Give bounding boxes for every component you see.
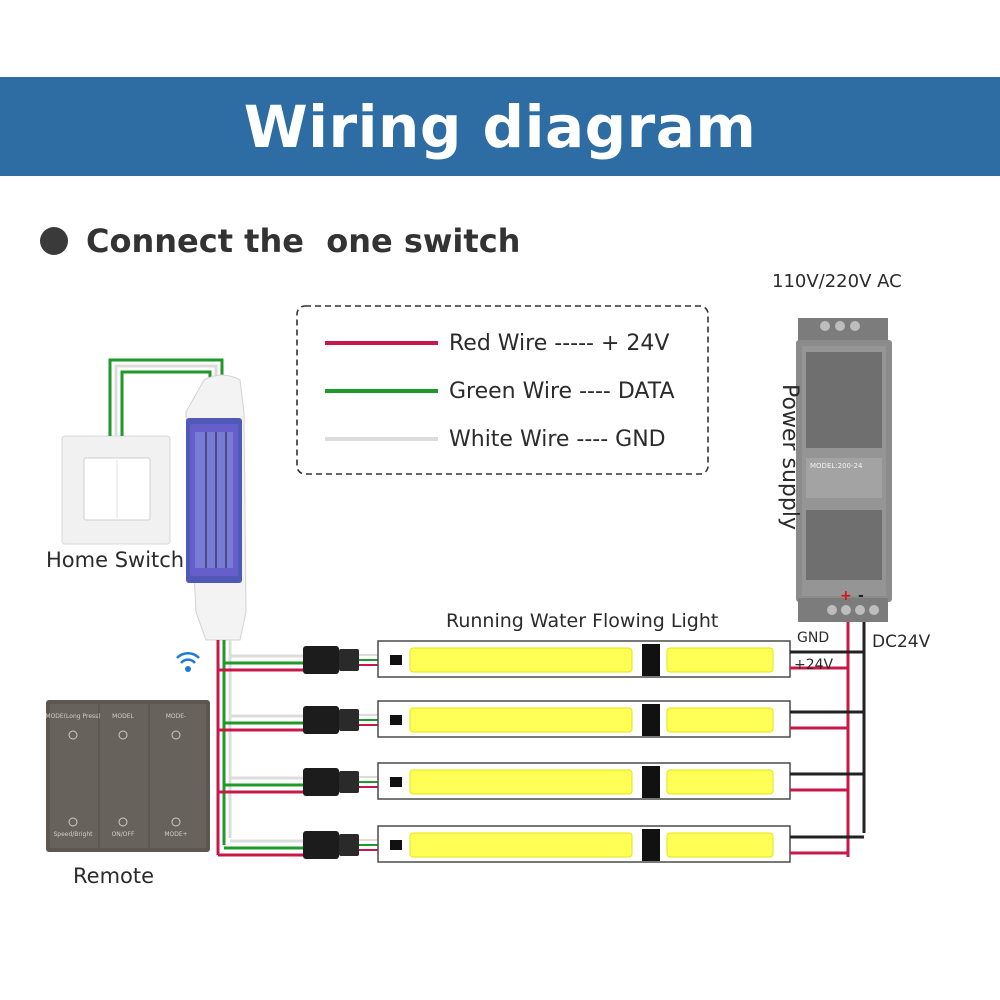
power-supply: MODEL:200-24 + -	[796, 318, 892, 622]
section-heading: Connect the one switch	[40, 222, 520, 260]
plus24-label: +24V	[794, 657, 834, 673]
remote-btn2-top: MODEL	[112, 713, 134, 720]
wifi-icon	[176, 651, 200, 672]
section-subtitle: Connect the one switch	[86, 222, 521, 260]
power-supply-label: Power supply	[777, 384, 802, 530]
bullet-icon	[40, 227, 68, 255]
strip-connector	[303, 646, 359, 674]
led-strip	[377, 762, 791, 800]
led-strip	[377, 825, 791, 863]
legend-red-label: Red Wire ----- + 24V	[449, 331, 670, 356]
svg-text:+: +	[840, 588, 852, 604]
home-switch-label: Home Switch	[46, 548, 185, 572]
strip-row-1	[218, 640, 864, 678]
remote: MODE(Long Press) MODEL MODE- Speed/Brigh…	[45, 700, 210, 852]
remote-label: Remote	[73, 864, 155, 888]
led-strip	[377, 700, 791, 738]
remote-btn1-top: MODE(Long Press)	[45, 713, 100, 720]
remote-btn3-top: MODE-	[166, 713, 186, 720]
controller-output-wires	[216, 640, 232, 855]
strip-row-4	[218, 825, 864, 863]
dc24-label: DC24V	[872, 632, 931, 652]
legend-green-label: Green Wire ---- DATA	[449, 379, 675, 404]
remote-btn2-bottom: ON/OFF	[112, 831, 135, 838]
psu-model: MODEL:200-24	[810, 462, 863, 470]
svg-text:-: -	[858, 588, 864, 604]
strip-connector	[303, 768, 359, 796]
strip-row-3	[218, 762, 864, 800]
legend-box	[296, 305, 709, 475]
page-title: Wiring diagram	[243, 92, 757, 161]
header-banner: Wiring diagram	[0, 77, 1000, 176]
strip-row-2	[218, 700, 864, 738]
strip-connector	[303, 706, 359, 734]
legend-white-label: White Wire ---- GND	[449, 427, 666, 452]
ac-input-label: 110V/220V AC	[772, 271, 902, 292]
strip-title: Running Water Flowing Light	[446, 610, 719, 632]
controller	[185, 374, 247, 641]
home-switch	[61, 435, 171, 545]
gnd-label: GND	[797, 630, 830, 646]
strip-connector	[303, 831, 359, 859]
remote-btn1-bottom: Speed/Bright	[53, 831, 93, 838]
remote-btn3-bottom: MODE+	[164, 831, 187, 838]
led-strip	[377, 640, 791, 678]
